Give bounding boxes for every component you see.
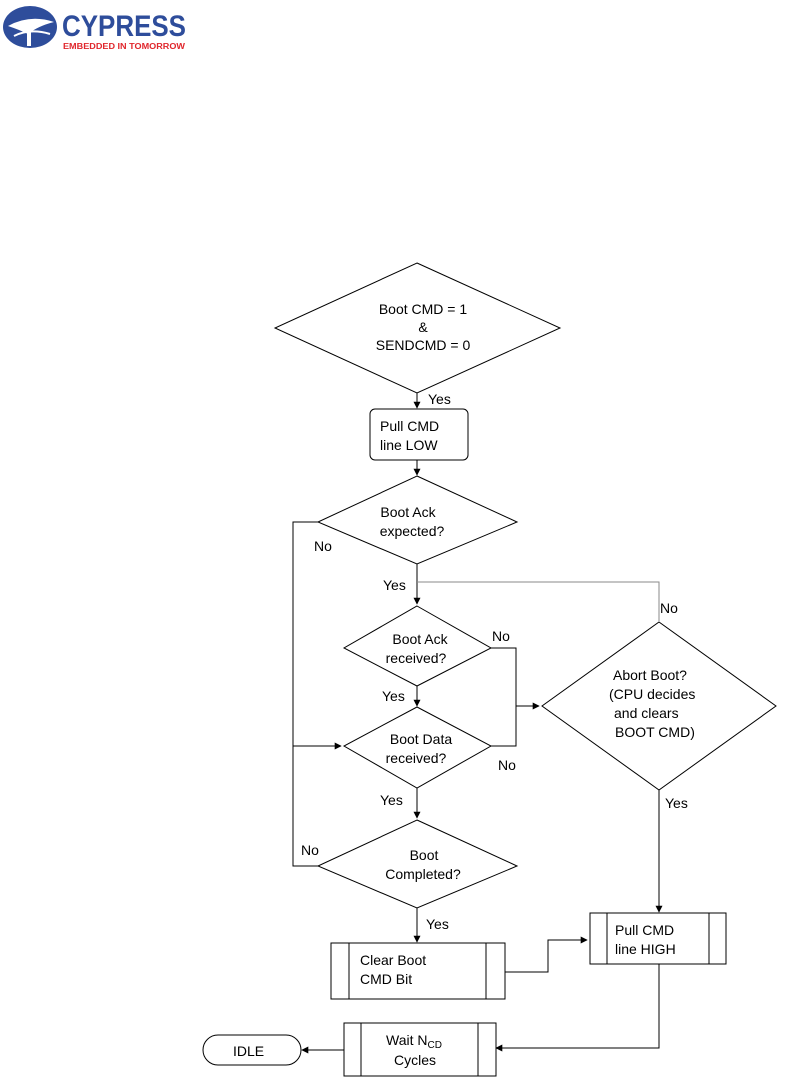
data-received-line2: received? <box>386 750 447 766</box>
logo-tagline-text: EMBEDDED IN TOMORROW <box>63 42 186 51</box>
expected-no-label: No <box>314 538 332 554</box>
abort-no-label: No <box>660 600 678 616</box>
pull-low-line2: line LOW <box>380 437 438 453</box>
boot-cmd-line1: Boot CMD = 1 <box>379 301 468 317</box>
ack-received-line2: received? <box>386 650 447 666</box>
clear-bit-line2: CMD Bit <box>360 971 412 987</box>
ack-expected-line2: expected? <box>380 523 445 539</box>
ack-no-label: No <box>492 628 510 644</box>
completed-no-label: No <box>301 842 319 858</box>
connectors <box>292 393 663 1054</box>
ack-yes-label: Yes <box>382 688 405 704</box>
boot-cmd-line3: SENDCMD = 0 <box>376 337 471 353</box>
boot-cmd-decision: Boot CMD = 1 & SENDCMD = 0 <box>273 262 562 394</box>
edge-labels: Yes No Yes No Yes No No Yes No Yes Yes <box>301 391 688 932</box>
ack-expected-line1: Boot Ack <box>380 504 436 520</box>
pull-high-line2: line HIGH <box>615 941 676 957</box>
clear-boot-cmd-bit-subprocess: Clear Boot CMD Bit <box>330 942 506 1000</box>
wait-line2: Cycles <box>394 1052 436 1068</box>
expected-yes-label: Yes <box>383 577 406 593</box>
logo-brand-text: CYPRESS <box>62 10 186 43</box>
abort-boot-decision: Abort Boot? (CPU decides and clears BOOT… <box>541 621 777 791</box>
pull-cmd-low-process: Pull CMD line LOW <box>369 408 469 461</box>
boot-cmd-line2: & <box>418 319 428 335</box>
data-received-line1: Boot Data <box>390 731 452 747</box>
cypress-logo: CYPRESS EMBEDDED IN TOMORROW <box>3 6 186 51</box>
data-no-label: No <box>498 757 516 773</box>
boot-completed-decision: Boot Completed? <box>316 819 519 909</box>
completed-yes-label: Yes <box>426 916 449 932</box>
abort-line2: (CPU decides <box>609 686 695 702</box>
boot-data-received-decision: Boot Data received? <box>342 706 493 789</box>
boot-ack-received-decision: Boot Ack received? <box>342 605 493 687</box>
ack-received-line1: Boot Ack <box>392 631 448 647</box>
boot-yes-label: Yes <box>428 391 451 407</box>
clear-bit-line1: Clear Boot <box>360 952 426 968</box>
boot-completed-line1: Boot <box>410 847 439 863</box>
abort-yes-label: Yes <box>665 795 688 811</box>
pull-low-line1: Pull CMD <box>380 418 439 434</box>
boot-completed-line2: Completed? <box>385 866 461 882</box>
data-yes-label: Yes <box>380 792 403 808</box>
idle-terminator: IDLE <box>202 1034 302 1066</box>
abort-line4: BOOT CMD) <box>615 724 695 740</box>
boot-ack-expected-decision: Boot Ack expected? <box>316 475 519 565</box>
pull-high-line1: Pull CMD <box>615 922 674 938</box>
wait-line1: Wait NCD <box>386 1032 442 1051</box>
abort-line1: Abort Boot? <box>613 667 687 683</box>
cypress-tree-icon <box>3 6 57 48</box>
pull-cmd-high-subprocess: Pull CMD line HIGH <box>589 912 727 965</box>
wait-ncd-cycles-subprocess: Wait NCD Cycles <box>343 1022 497 1077</box>
idle-label: IDLE <box>233 1043 264 1059</box>
abort-line3: and clears <box>614 705 679 721</box>
